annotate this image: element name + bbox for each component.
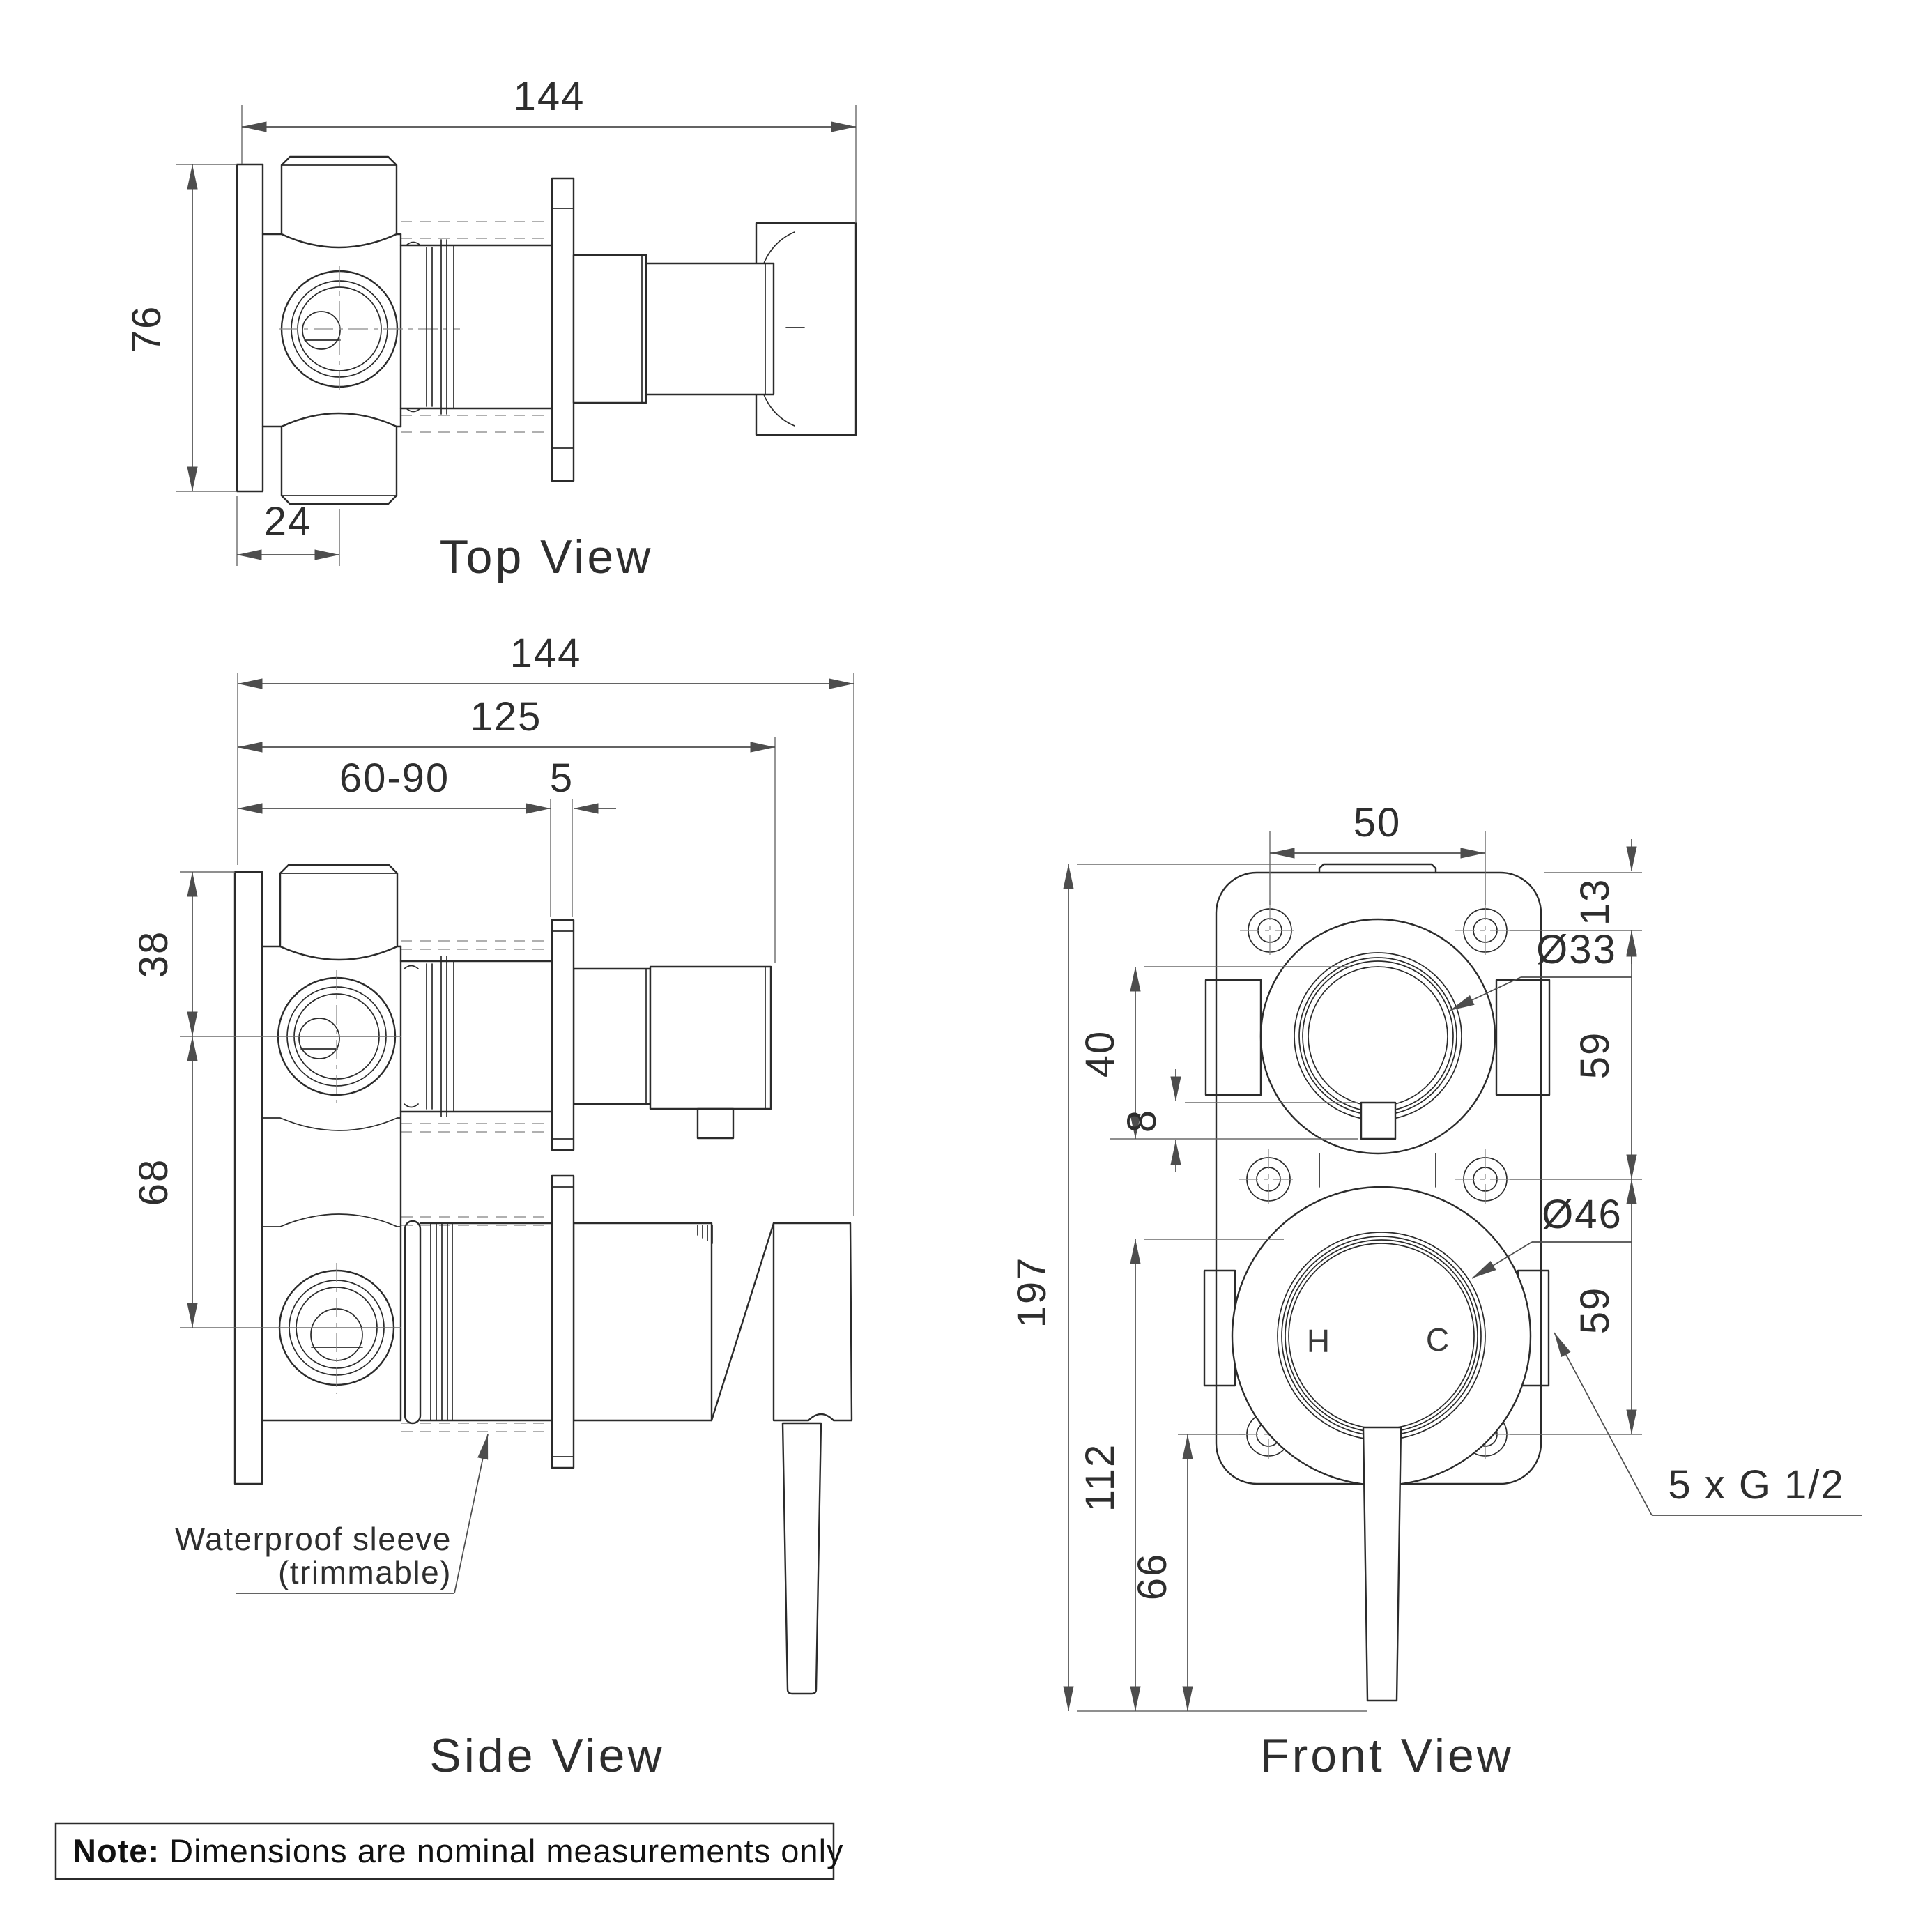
- side-view-lever: [781, 1422, 822, 1695]
- dim-side-top-port: 38: [131, 930, 176, 979]
- callout-waterproof-line1: Waterproof sleeve: [175, 1521, 452, 1557]
- side-view-handle: [772, 1222, 853, 1422]
- side-view-wall-plate: [233, 871, 263, 1485]
- cold-indicator: C: [1426, 1321, 1450, 1358]
- view-label-side: Side View: [429, 1729, 664, 1782]
- hot-indicator: H: [1307, 1323, 1331, 1359]
- dim-top-width: 144: [514, 74, 585, 119]
- dim-front-bottom: 66: [1130, 1553, 1175, 1601]
- top-view-wall-plate: [236, 163, 264, 493]
- dim-side-wall-range: 60-90: [339, 756, 450, 801]
- side-view-diverter-knob: [649, 965, 772, 1110]
- side-view: 144 125 60-90 5 38 68 Waterproof sleeve …: [131, 631, 854, 1782]
- callout-diverter-diameter: Ø33: [1536, 927, 1617, 972]
- view-label-front: Front View: [1260, 1729, 1514, 1782]
- dim-front-hole-spacing: 50: [1354, 800, 1402, 845]
- dim-side-flange: 5: [550, 756, 574, 801]
- front-view-diverter-tab: [1360, 1101, 1397, 1140]
- callout-thread: 5 x G 1/2: [1668, 1462, 1844, 1508]
- dim-side-body: 125: [470, 694, 542, 739]
- dim-top-height: 76: [124, 305, 169, 353]
- note-body: Dimensions are nominal measurements only: [160, 1832, 843, 1869]
- dim-front-height: 197: [1009, 1257, 1055, 1328]
- dim-side-width: 144: [510, 631, 582, 676]
- note-box: Note: Dimensions are nominal measurement…: [54, 1822, 844, 1880]
- dim-front-upper-spacing: 59: [1572, 1032, 1618, 1080]
- front-view-diverter-dial: [1259, 918, 1496, 1155]
- dim-front-dial: 40: [1078, 1030, 1123, 1078]
- callout-waterproof-line2: (trimmable): [278, 1554, 452, 1590]
- dim-top-plate-offset: 24: [264, 499, 312, 544]
- top-view: 144 76 24 Top View: [124, 74, 857, 583]
- dim-front-top-offset: 13: [1572, 878, 1618, 926]
- dim-side-port-spacing: 68: [131, 1158, 176, 1206]
- note-prefix: Note:: [72, 1832, 160, 1869]
- view-label-top: Top View: [440, 530, 654, 583]
- dim-front-tab: 8: [1119, 1109, 1165, 1133]
- callout-mixer-diameter: Ø46: [1542, 1192, 1623, 1237]
- note-text: Note: Dimensions are nominal measurement…: [72, 1832, 844, 1869]
- dim-front-lever: 112: [1078, 1443, 1123, 1512]
- front-view: H C 50 197 13 59 59 40 8 112: [1009, 800, 1862, 1782]
- front-view-lever: [1362, 1426, 1402, 1702]
- top-view-knob: [645, 262, 775, 396]
- dim-front-lower-spacing: 59: [1572, 1287, 1618, 1335]
